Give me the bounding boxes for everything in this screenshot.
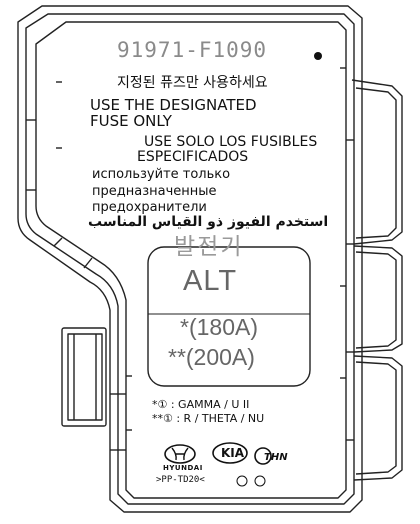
arabic-instruction: استخدم الفيوز ذو القياس المناسب bbox=[88, 214, 329, 230]
left-connector bbox=[61, 327, 107, 427]
spanish-instruction-line-1: USE SOLO LOS FUSIBLES bbox=[144, 134, 318, 150]
right-bracket-lower-inner bbox=[355, 361, 397, 475]
material-code: >PP-TD20< bbox=[156, 475, 205, 485]
fuse-rating-1: *(180A) bbox=[180, 314, 258, 340]
fuse-name: ALT bbox=[183, 265, 238, 297]
fuse-window bbox=[147, 246, 311, 387]
right-bracket-middle-inner bbox=[355, 251, 397, 349]
right-bracket-lower bbox=[353, 355, 403, 481]
fuse-rating-2: **(200A) bbox=[168, 344, 255, 370]
outer-housing bbox=[17, 5, 363, 513]
spanish-instruction-line-2: ESPECIFICADOS bbox=[137, 149, 249, 165]
korean-instruction: 지정된 퓨즈만 사용하세요 bbox=[117, 75, 268, 91]
recycle-mark-2 bbox=[254, 475, 266, 487]
housing-rim bbox=[25, 13, 355, 505]
part-number: 91971-F1090 bbox=[117, 38, 268, 62]
theta-logo bbox=[254, 447, 272, 465]
kia-logo bbox=[212, 442, 248, 464]
right-bracket-upper bbox=[351, 79, 403, 245]
theta-brand-text: THN bbox=[264, 452, 288, 463]
locator-dot bbox=[314, 52, 322, 60]
hyundai-logo bbox=[164, 444, 196, 464]
recycle-mark-1 bbox=[236, 475, 248, 487]
hyundai-brand-text: HYUNDAI bbox=[163, 464, 203, 472]
inner-face bbox=[35, 21, 347, 499]
right-bracket-upper-inner bbox=[355, 87, 397, 239]
russian-instruction-line-2: предназначенные bbox=[92, 184, 217, 199]
english-instruction-line-1: USE THE DESIGNATED bbox=[90, 96, 257, 114]
english-instruction-line-2: FUSE ONLY bbox=[90, 112, 172, 130]
right-bracket-middle bbox=[353, 245, 403, 353]
kia-brand-text: KIA bbox=[221, 446, 245, 460]
fuse-korean-name: 발전기 bbox=[174, 234, 244, 260]
russian-instruction-line-1: используйте только bbox=[92, 167, 231, 182]
left-connector-inner bbox=[67, 333, 103, 421]
engine-note-2: **① : R / THETA / NU bbox=[152, 412, 265, 425]
russian-instruction-line-3: предохранители bbox=[92, 200, 207, 215]
engine-note-1: *① : GAMMA / U II bbox=[152, 398, 250, 411]
